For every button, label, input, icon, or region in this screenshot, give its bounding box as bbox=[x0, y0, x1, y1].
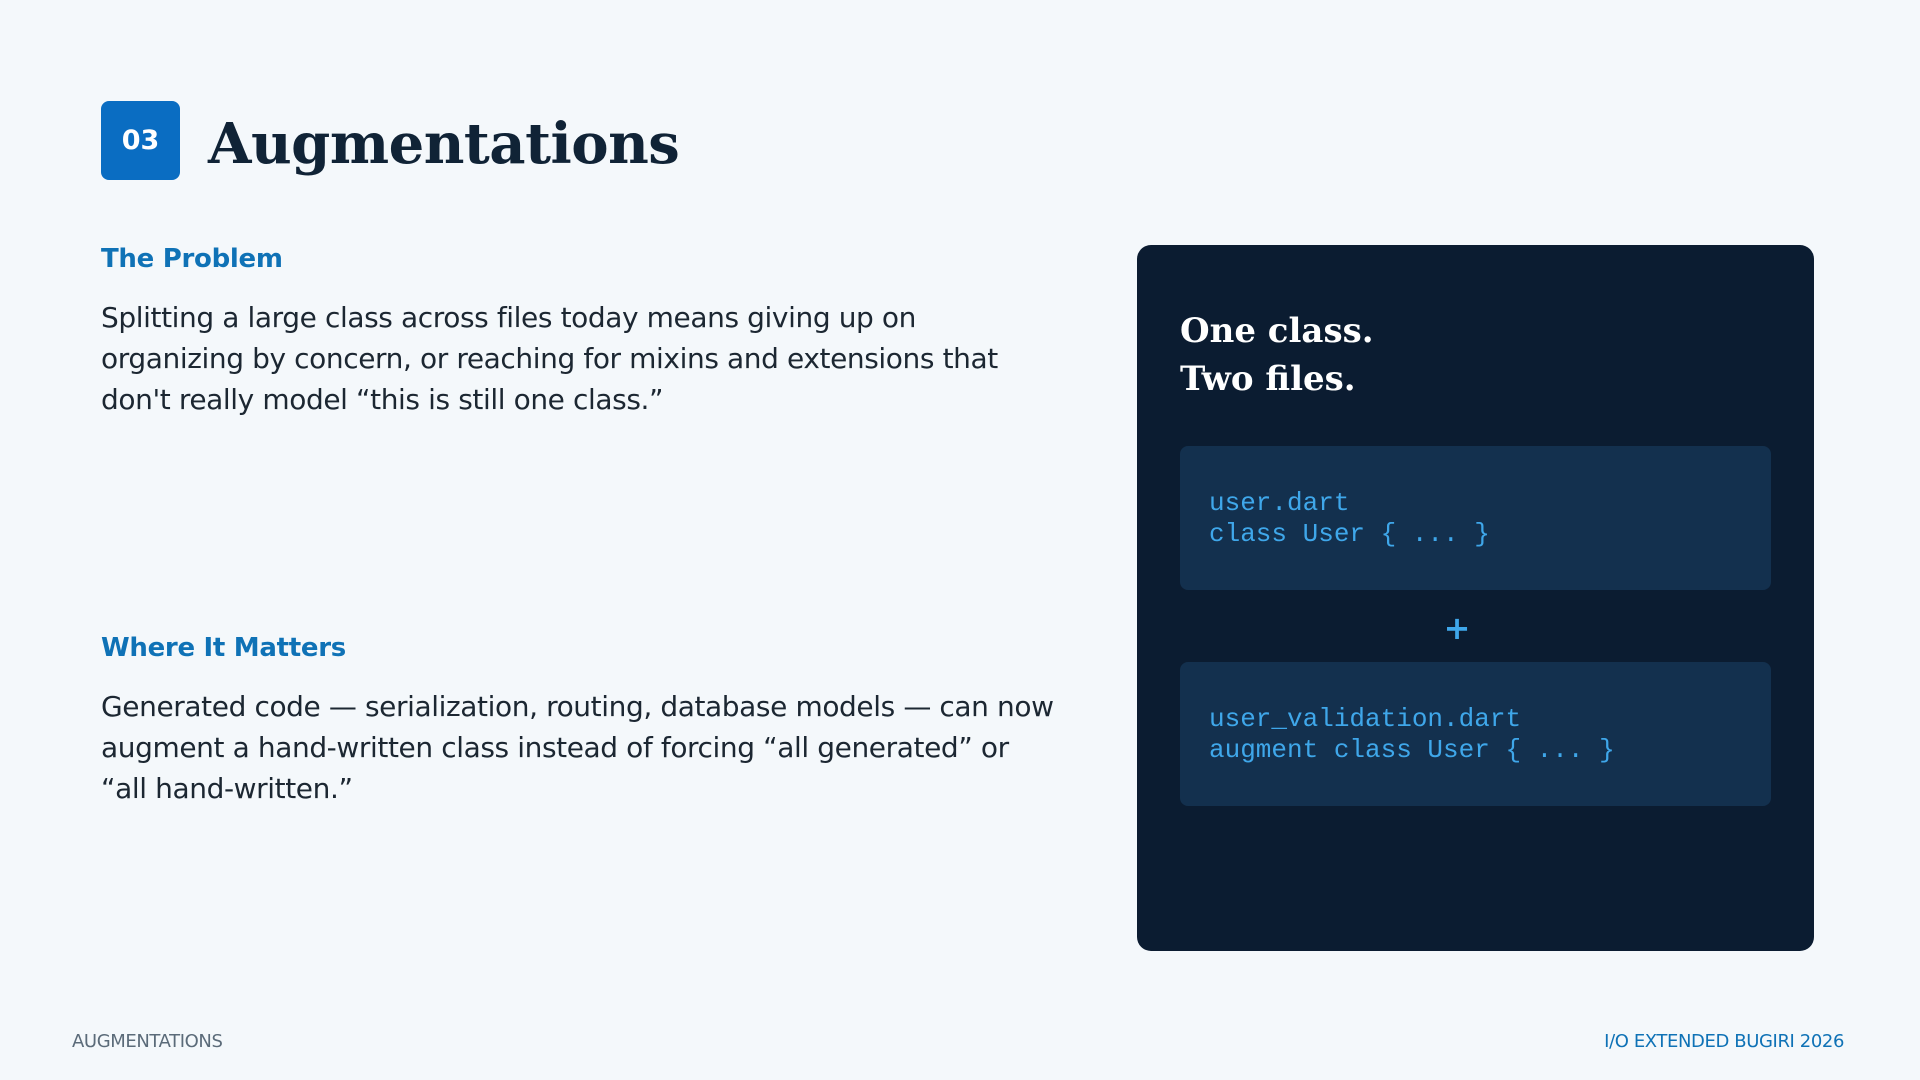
code-filename: user_validation.dart bbox=[1209, 704, 1522, 734]
section-heading-problem: The Problem bbox=[101, 244, 283, 274]
section-body-problem: Splitting a large class across files tod… bbox=[101, 301, 998, 416]
footer-section-label: AUGMENTATIONS bbox=[72, 1031, 223, 1052]
code-block-user-validation: user_validation.dart augment class User … bbox=[1180, 662, 1771, 806]
plus-icon: + bbox=[1443, 609, 1471, 647]
section-heading-where-it-matters: Where It Matters bbox=[101, 633, 346, 663]
panel-title-line-2: Two files. bbox=[1180, 359, 1356, 399]
panel-title: One class. Two files. bbox=[1180, 307, 1374, 403]
slide-number-badge: 03 bbox=[101, 101, 180, 180]
code-snippet: class User { ... } bbox=[1209, 519, 1490, 549]
code-filename: user.dart bbox=[1209, 488, 1350, 518]
page-title: Augmentations bbox=[208, 111, 680, 177]
footer-event-label: I/O EXTENDED BUGIRI 2026 bbox=[1604, 1031, 1844, 1052]
panel-title-line-1: One class. bbox=[1180, 311, 1374, 351]
section-body-where-it-matters: Generated code — serialization, routing,… bbox=[101, 690, 1054, 805]
code-snippet: augment class User { ... } bbox=[1209, 735, 1615, 765]
code-block-user: user.dart class User { ... } bbox=[1180, 446, 1771, 590]
code-example-panel: One class. Two files. user.dart class Us… bbox=[1137, 245, 1814, 951]
